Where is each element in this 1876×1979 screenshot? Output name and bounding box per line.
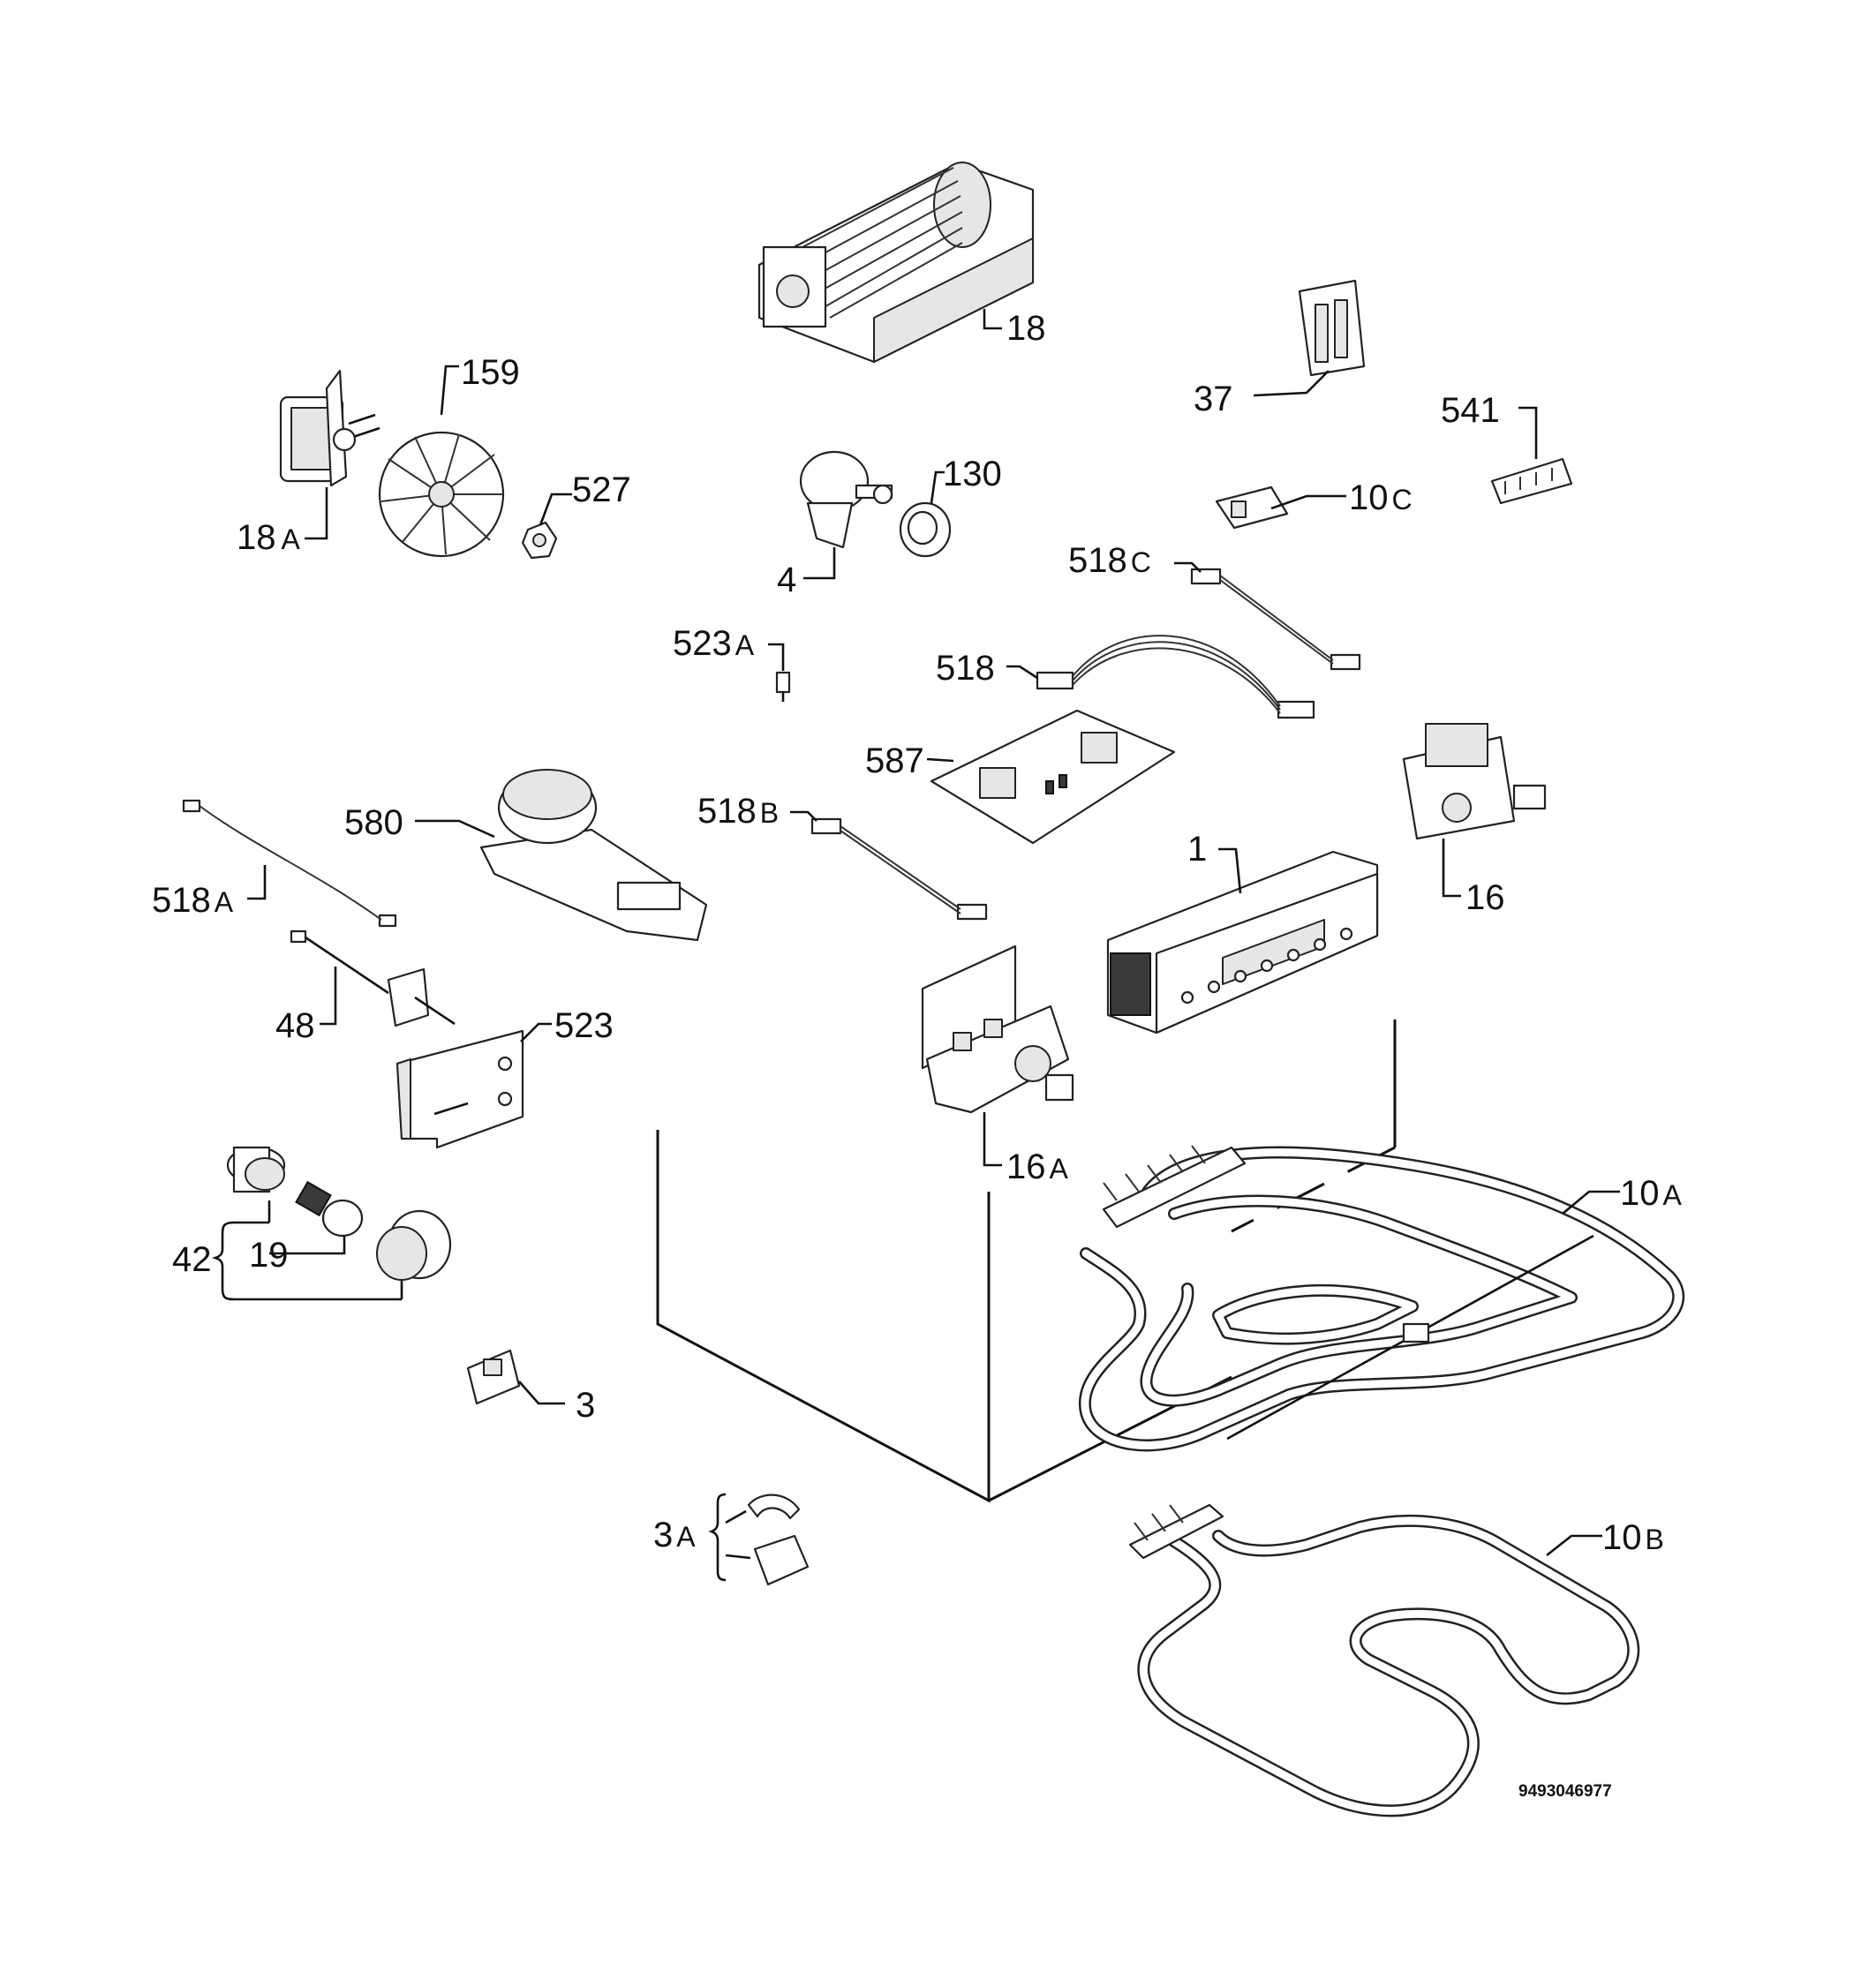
fan-motor-part [279,369,380,540]
label-518: 518 [936,649,995,688]
label-580: 580 [344,803,403,842]
lamp-bulb-part [269,1180,364,1255]
terminal-block-part [1490,406,1573,505]
tangential-fan-part [757,162,1035,364]
label-587: 587 [865,741,924,780]
label-1: 1 [1187,830,1207,869]
lamp-cover-part [376,1209,452,1281]
label-4: 4 [777,561,796,599]
thermal-cutout-3-part [466,1349,565,1405]
oven-cavity-outline [656,1020,1397,1503]
lower-heating-element-10b-part [1128,1503,1640,1817]
sensor-523a-part [768,643,791,702]
mounting-bracket-523-part [396,1022,552,1149]
label-159: 159 [461,353,520,392]
label-18: 18 [1006,309,1046,348]
label-19: 19 [249,1236,289,1275]
label-42: 42 [172,1240,212,1279]
door-switch-part [1253,279,1366,397]
motor-assembly-580-part [415,769,708,942]
fan-blade-part [378,365,505,558]
label-527: 527 [572,470,631,509]
selector-switch-16-part [1402,723,1547,898]
rotisserie-motor-part [799,450,893,580]
nut-part [521,493,572,560]
label-16: 16 [1465,878,1505,917]
lamp-assembly-42 [211,1200,403,1301]
circuit-board-part [926,709,1176,845]
electronic-control-module-part [1106,847,1379,1035]
label-3: 3 [576,1386,595,1425]
document-number: 9493046977 [1518,1782,1612,1801]
wiring-harness-518-part [1006,635,1315,719]
upper-grill-element-10a-part [1078,1145,1685,1452]
label-130: 130 [943,455,1002,493]
cable-518c-part [1174,561,1361,671]
bracket-10c-part [1215,485,1346,530]
temperature-sensor-48-part [290,929,456,1027]
cable-518a-part [182,799,397,928]
bushing-part [899,470,952,558]
lamp-socket-part [226,1146,286,1193]
label-523: 523 [554,1006,614,1045]
label-48: 48 [275,1006,315,1045]
label-37: 37 [1194,380,1233,418]
selector-switch-16a-part [921,944,1074,1167]
thermal-cutout-3a-part [708,1493,810,1586]
cable-518b-part [790,810,988,921]
label-541: 541 [1441,391,1500,430]
